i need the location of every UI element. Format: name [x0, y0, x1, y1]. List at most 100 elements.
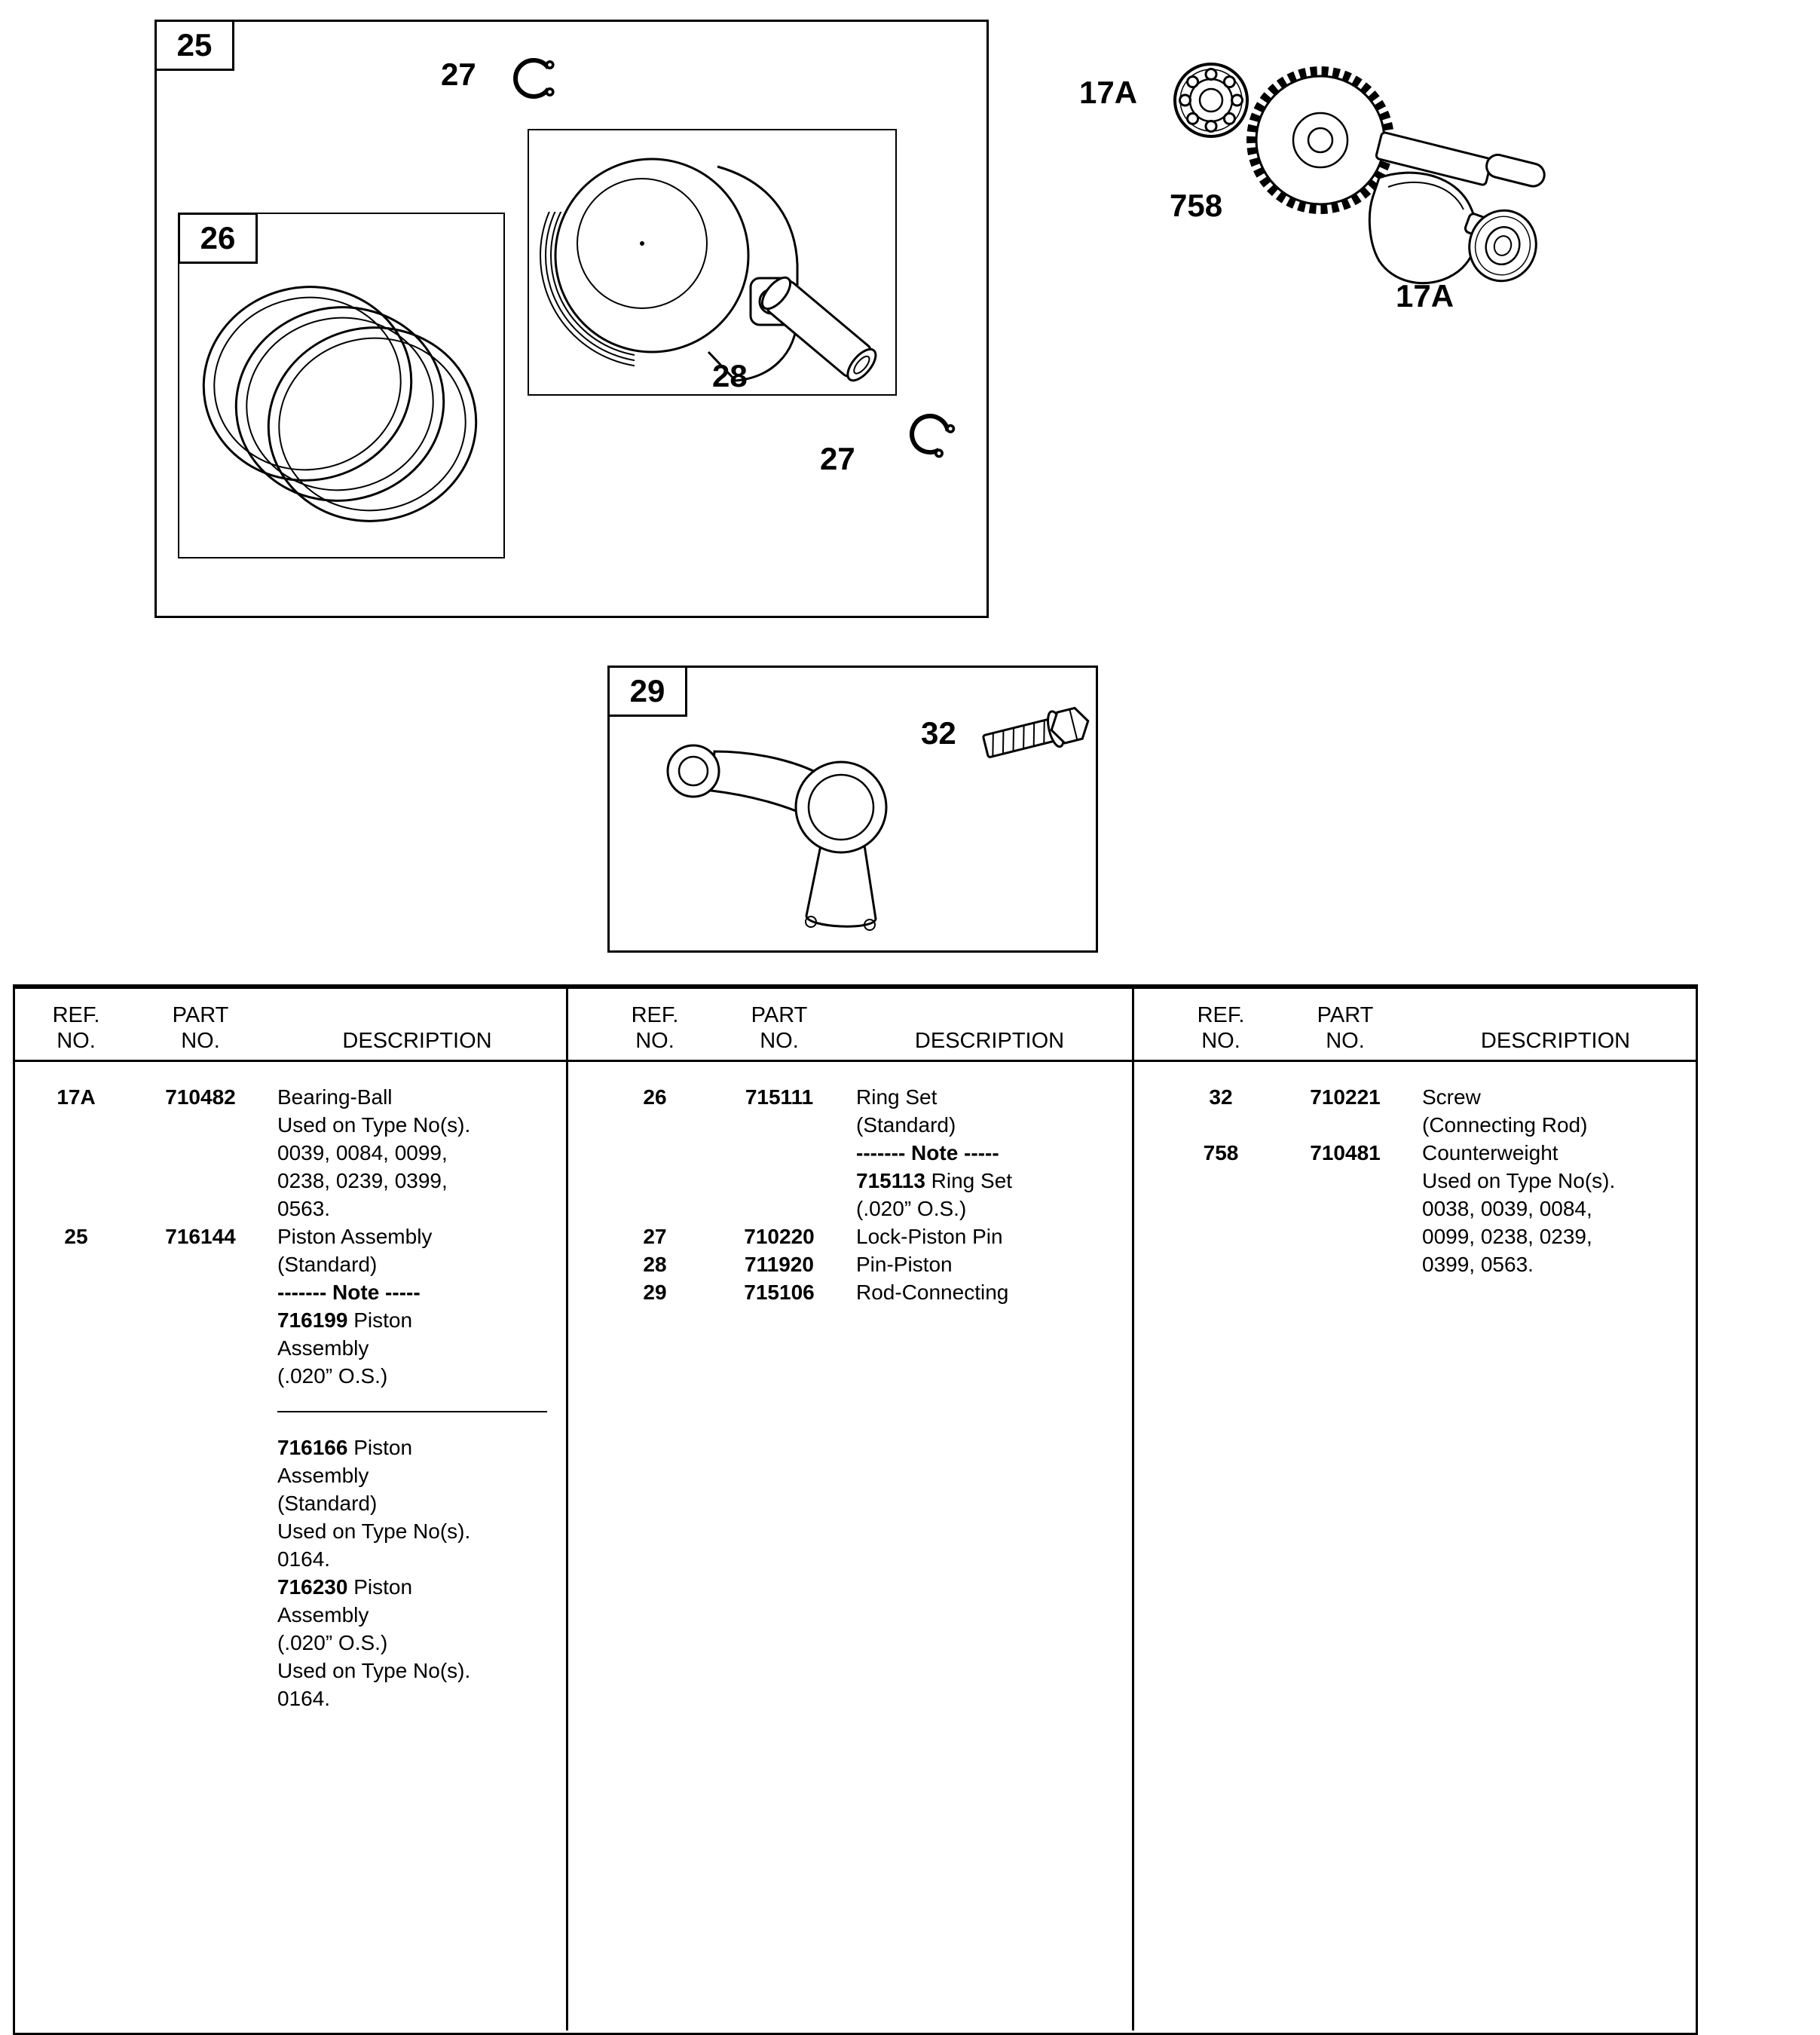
description-line: Lock-Piston Pin	[856, 1225, 1003, 1248]
callout-27-bottom: 27	[820, 441, 855, 476]
description-line: Counterweight	[1422, 1141, 1558, 1164]
description-line: Used on Type No(s).	[1422, 1169, 1616, 1192]
description-header: DESCRIPTION	[914, 1029, 1065, 1053]
description-line: Used on Type No(s).	[277, 1519, 471, 1543]
table-column-2: 26 715111 Ring Set (Standard) ------- Note -…	[566, 1062, 1132, 2030]
figure-label-25: 25	[154, 20, 234, 71]
description-line: 0038, 0039, 0084,	[1422, 1197, 1592, 1220]
gear-icon	[1246, 66, 1394, 214]
description-line: (Standard)	[277, 1253, 378, 1276]
description-line: (.020” O.S.)	[277, 1631, 388, 1654]
retaining-clip-bottom-icon	[910, 414, 956, 458]
description-line: (Standard)	[856, 1113, 956, 1137]
ref-no-header: REF.NO.	[52, 1003, 100, 1053]
description-line: ------- Note -----	[277, 1281, 421, 1304]
callout-17a-right: 17A	[1396, 278, 1454, 314]
ref-no-header: REF.NO.	[1197, 1003, 1245, 1053]
description-line: 0238, 0239, 0399,	[277, 1169, 448, 1192]
ref-no: 27	[643, 1225, 667, 1248]
callout-17a-left: 17A	[1079, 75, 1138, 110]
retaining-clip-top-icon	[513, 58, 555, 99]
callout-758: 758	[1170, 188, 1223, 223]
part-entry: 25 716144 Piston Assembly (Standard) -------…	[20, 1223, 566, 1712]
ref-no: 17A	[57, 1085, 96, 1109]
description-line: 0039, 0084, 0099,	[277, 1141, 448, 1164]
part-no: 710481	[1310, 1141, 1381, 1164]
description-line: Ring Set	[856, 1085, 938, 1109]
callout-27-top: 27	[441, 57, 476, 92]
description-line: ------- Note -----	[856, 1141, 999, 1164]
counterweight-icon	[1368, 171, 1478, 285]
part-description: Screw (Connecting Rod)	[1413, 1083, 1698, 1139]
ref-no: 28	[643, 1253, 667, 1276]
description-line: Bearing-Ball	[277, 1085, 393, 1109]
part-no: 711920	[745, 1253, 814, 1276]
description-line: 715113 Ring Set	[856, 1169, 1013, 1192]
part-no: 710221	[1310, 1085, 1381, 1109]
ref-no: 26	[643, 1085, 667, 1109]
ball-bearing-left-icon	[1173, 63, 1249, 138]
description-divider	[277, 1411, 548, 1412]
description-line: 716230 Piston	[277, 1575, 413, 1599]
callout-32: 32	[921, 715, 956, 751]
part-entry: 27 710220 Lock-Piston Pin	[598, 1223, 1132, 1250]
part-description: Rod-Connecting	[847, 1278, 1132, 1306]
part-no: 710482	[165, 1085, 236, 1109]
ball-bearing-right-icon	[1468, 209, 1537, 283]
description-line: Rod-Connecting	[856, 1281, 1009, 1304]
piston-rings-drawing	[202, 286, 478, 522]
part-entry: 32 710221 Screw (Connecting Rod)	[1164, 1083, 1698, 1139]
description-line: Assembly	[277, 1603, 369, 1626]
description-line: (.020” O.S.)	[277, 1364, 388, 1388]
part-no: 716144	[165, 1225, 236, 1248]
description-line: (.020” O.S.)	[856, 1197, 967, 1220]
callout-28: 28	[712, 358, 748, 393]
description-line: 0164.	[277, 1547, 331, 1571]
ref-no: 758	[1203, 1141, 1239, 1164]
description-line: Piston Assembly	[277, 1225, 433, 1248]
crank-shaft-icon	[1375, 131, 1546, 188]
description-line: 0399, 0563.	[1422, 1253, 1534, 1276]
figure-label-29: 29	[607, 666, 687, 717]
crankshaft-drawing	[1173, 63, 1546, 285]
part-no: 710220	[744, 1225, 815, 1248]
ref-no: 32	[1209, 1085, 1233, 1109]
part-description: Pin-Piston	[847, 1250, 1132, 1278]
part-no: 715106	[744, 1281, 815, 1304]
part-entry: 28 711920 Pin-Piston	[598, 1250, 1132, 1278]
figure-label-26: 26	[178, 213, 258, 264]
figure-box-26	[178, 213, 505, 558]
description-line: 0164.	[277, 1687, 331, 1710]
description-line: Pin-Piston	[856, 1253, 953, 1276]
description-line: (Connecting Rod)	[1422, 1113, 1588, 1137]
description-line: Screw	[1422, 1085, 1481, 1109]
description-line: 0099, 0238, 0239,	[1422, 1225, 1592, 1248]
part-description: Lock-Piston Pin	[847, 1223, 1132, 1250]
description-header: DESCRIPTION	[342, 1029, 492, 1053]
description-line: Used on Type No(s).	[277, 1659, 471, 1682]
part-description: Ring Set (Standard) ------- Note ----- 7151…	[847, 1083, 1132, 1223]
connecting-rod-drawing	[666, 744, 888, 931]
description-line: 716199 Piston	[277, 1308, 413, 1332]
ref-no: 25	[64, 1225, 88, 1248]
description-line: (Standard)	[277, 1492, 378, 1515]
part-no: 715111	[745, 1085, 814, 1109]
description-line: Assembly	[277, 1336, 369, 1360]
description-header: DESCRIPTION	[1480, 1029, 1631, 1053]
